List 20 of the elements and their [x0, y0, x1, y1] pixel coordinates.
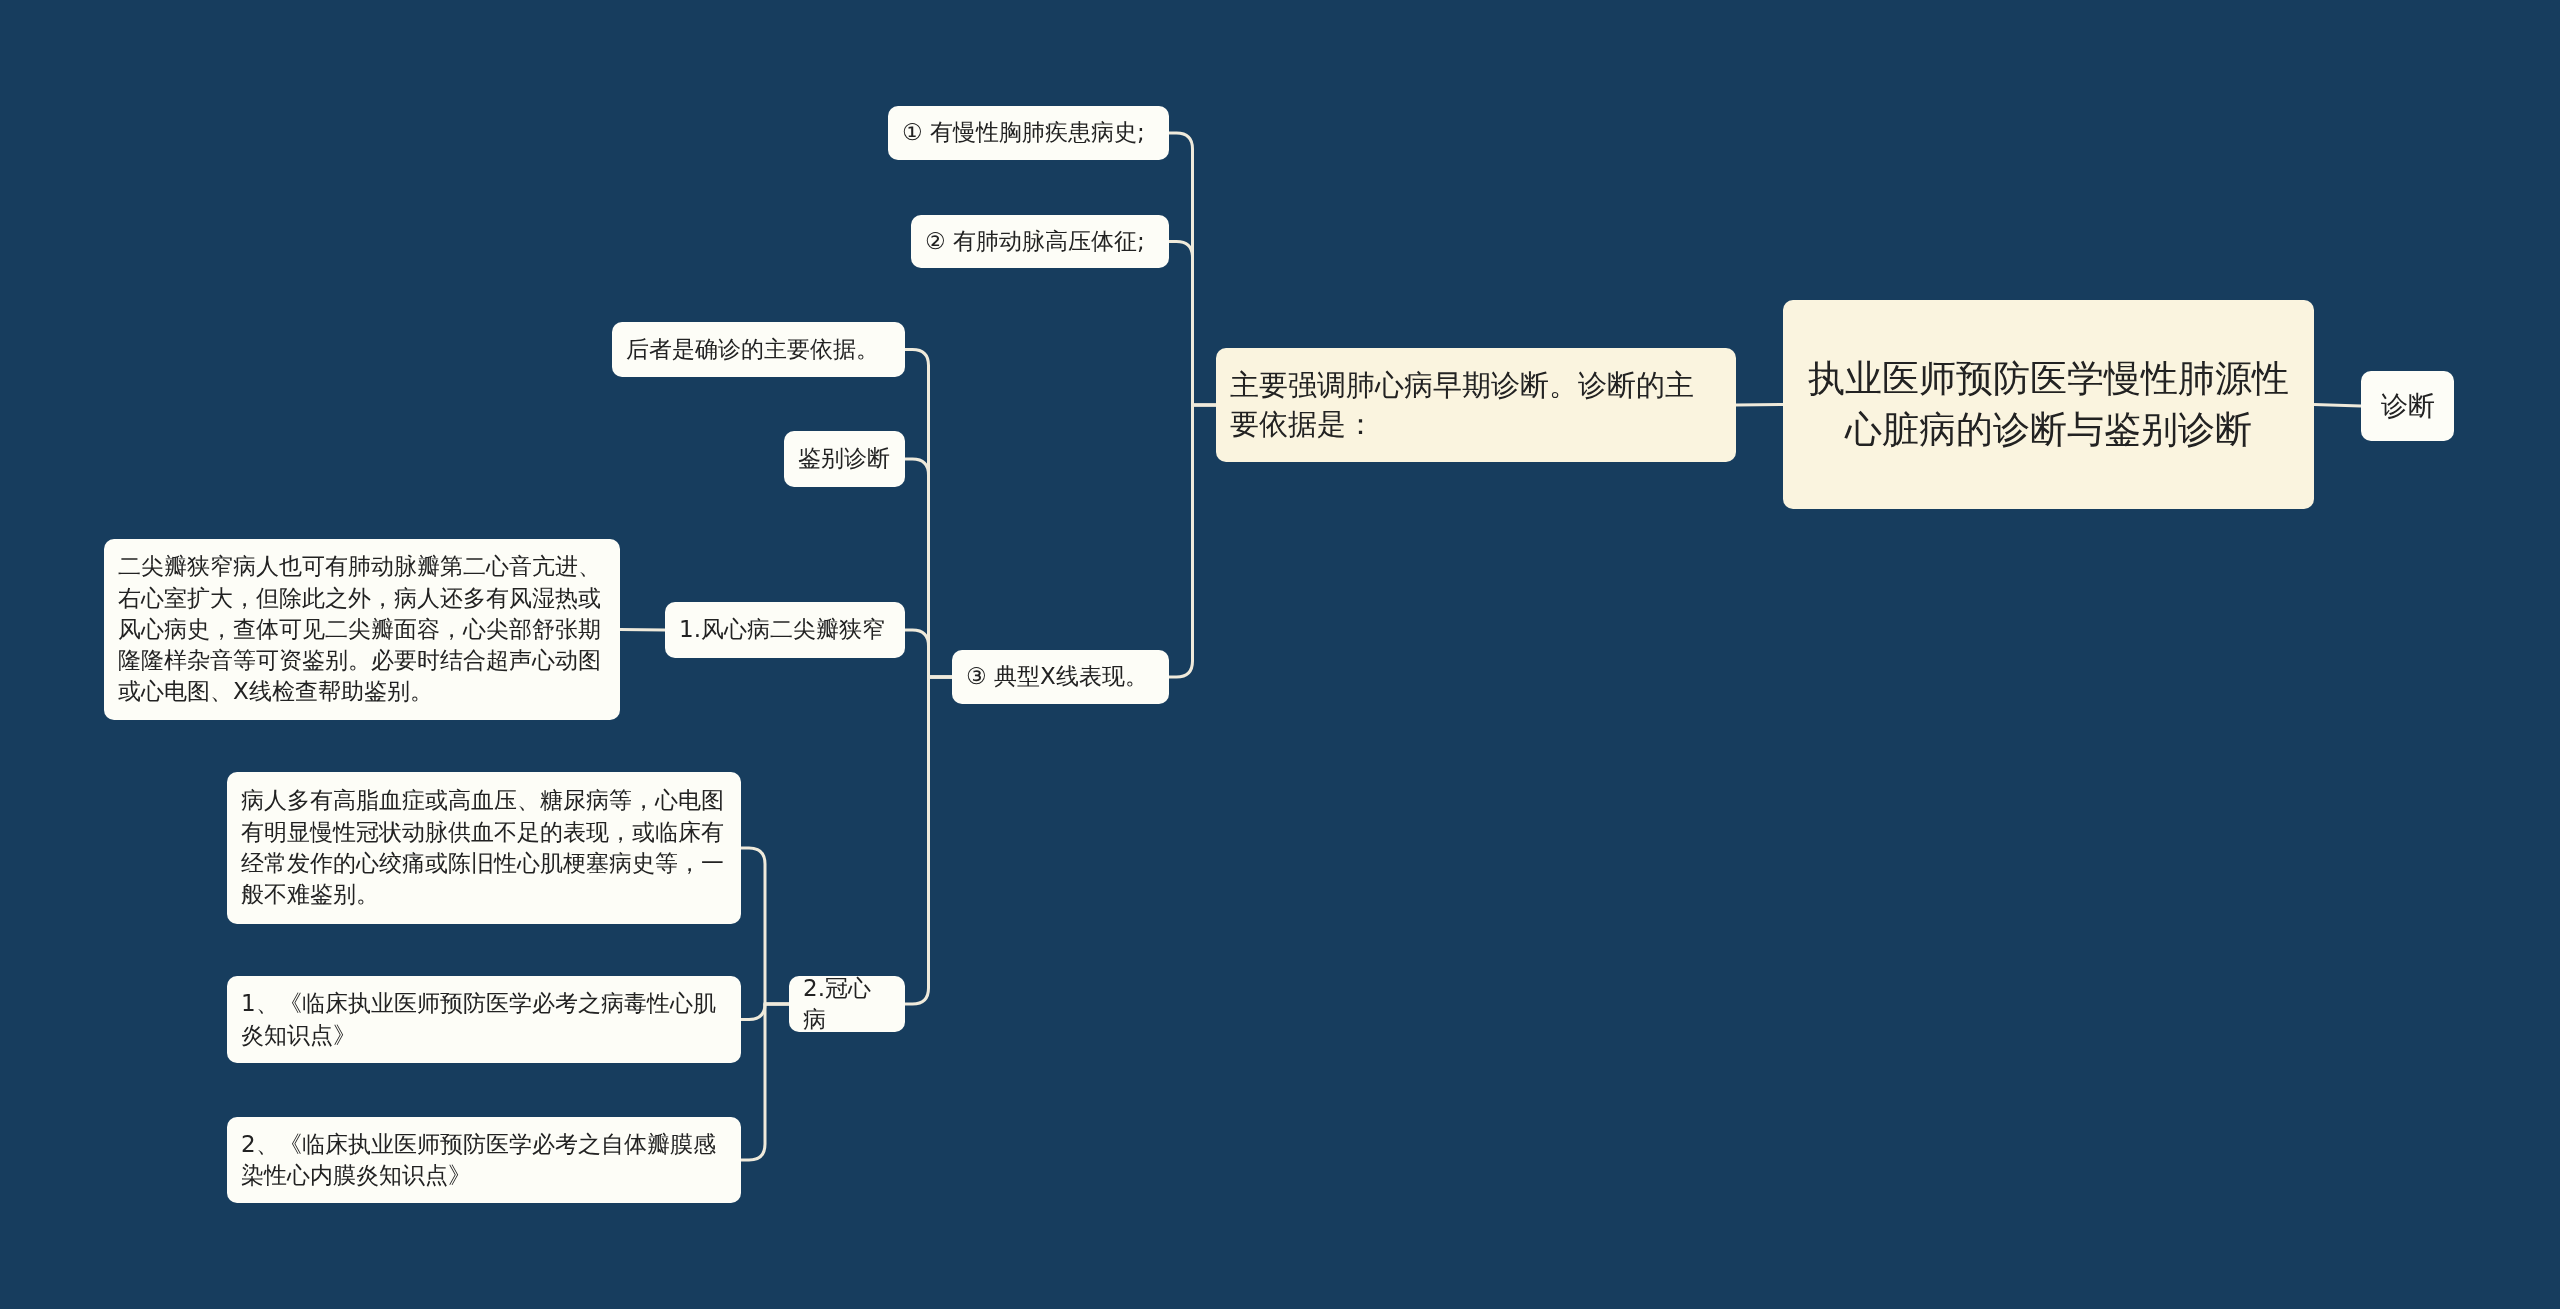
topic-box: 后者是确诊的主要依据。	[612, 322, 905, 377]
note-box: 1、《临床执业医师预防医学必考之病毒性心肌炎知识点》	[227, 976, 741, 1063]
note-box: 病人多有高脂血症或高血压、糖尿病等，心电图有明显慢性冠状动脉供血不足的表现，或临床有经常发作的心绞痛或陈旧性心肌梗塞病史等，一般不难鉴别。	[227, 772, 741, 924]
note-box: 2、《临床执业医师预防医学必考之自体瓣膜感染性心内膜炎知识点》	[227, 1117, 741, 1203]
connector-line	[2313, 403, 2362, 408]
connector-line	[1169, 403, 1216, 679]
topic-box: ③ 典型X线表现。	[952, 650, 1169, 704]
connector-line	[620, 628, 665, 632]
note-box: 二尖瓣狭窄病人也可有肺动脉瓣第二心音亢进、右心室扩大，但除此之外，病人还多有风湿热或风心病史，查体可见二尖瓣面容，心尖部舒张期隆隆样杂音等可资鉴别。必要时结合超声心动图或心电图、X线检查帮助鉴别。	[104, 539, 620, 720]
topic-box: 执业医师预防医学慢性肺源性心脏病的诊断与鉴别诊断	[1783, 300, 2314, 509]
topic-box: 诊断	[2361, 371, 2454, 441]
connector-line	[1736, 403, 1783, 407]
topic-box: 主要强调肺心病早期诊断。诊断的主要依据是：	[1216, 348, 1736, 462]
connector-line	[905, 675, 952, 1006]
topic-box: 2.冠心病	[789, 976, 905, 1032]
topic-box: ① 有慢性胸肺疾患病史;	[888, 106, 1169, 160]
topic-box: ② 有肺动脉高压体征;	[911, 215, 1169, 268]
topic-box: 鉴别诊断	[784, 431, 905, 487]
topic-box: 1.风心病二尖瓣狭窄	[665, 602, 905, 658]
connector-line	[741, 1002, 789, 1162]
